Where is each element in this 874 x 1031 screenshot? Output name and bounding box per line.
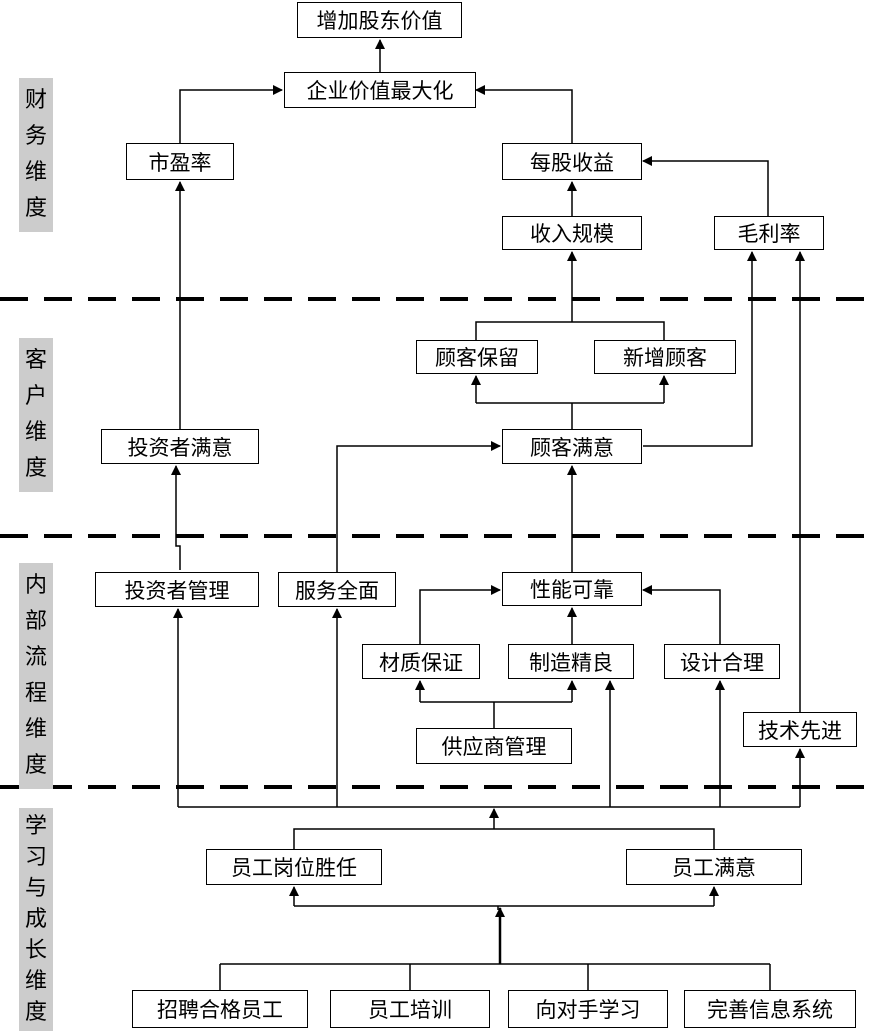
node-customer-satisfaction: 顾客满意	[502, 429, 642, 464]
arrow-eps-to-enterprise	[475, 85, 573, 143]
dimension-separators	[0, 297, 874, 789]
arrow-satisfaction-to-margin	[643, 251, 757, 447]
node-customer-retention: 顾客保留	[416, 340, 538, 374]
arrow-pe-to-enterprise	[179, 85, 283, 143]
node-employee-satisfaction: 员工满意	[626, 849, 802, 885]
arrow-material-to-reliable	[419, 585, 501, 644]
node-increase-shareholder-value: 增加股东价值	[297, 2, 462, 38]
node-advanced-technology: 技术先进	[743, 712, 857, 747]
node-material-assurance: 材质保证	[362, 644, 480, 679]
dimension-label-learning: 学习与成长维度	[19, 808, 53, 1031]
node-full-service: 服务全面	[278, 572, 396, 607]
node-fine-manufacturing: 制造精良	[508, 644, 634, 679]
arrow-investor-mgmt-to-satisfaction	[171, 465, 181, 570]
node-reliable-performance: 性能可靠	[502, 572, 642, 606]
arrow-margin-to-eps	[642, 156, 769, 216]
node-investor-satisfaction: 投资者满意	[101, 429, 259, 464]
node-maximize-enterprise-value: 企业价值最大化	[284, 72, 476, 108]
dimension-text-customer: 客户维度	[24, 348, 47, 481]
node-eps: 每股收益	[502, 143, 642, 180]
dimension-label-financial: 财务维度	[19, 78, 53, 232]
node-revenue-scale: 收入规模	[502, 216, 642, 250]
dimension-text-internal: 内部流程维度	[24, 573, 47, 778]
node-employee-training: 员工培训	[330, 990, 490, 1028]
node-recruit-qualified: 招聘合格员工	[132, 990, 308, 1028]
node-improve-info-system: 完善信息系统	[684, 990, 856, 1028]
dimension-label-customer: 客户维度	[19, 338, 53, 492]
bracket-employees-top	[293, 828, 715, 849]
dimension-text-learning: 学习与成长维度	[24, 814, 47, 1025]
arrow-service-to-customer-satisfaction	[336, 441, 501, 572]
node-supplier-management: 供应商管理	[416, 728, 572, 764]
node-learn-from-competitors: 向对手学习	[508, 990, 668, 1028]
node-gross-margin: 毛利率	[714, 216, 824, 250]
bracket-customer-pair-top	[475, 321, 665, 340]
node-pe-ratio: 市盈率	[126, 143, 234, 180]
node-investor-management: 投资者管理	[95, 572, 259, 607]
dimension-text-financial: 财务维度	[24, 88, 47, 221]
node-new-customers: 新增顾客	[594, 340, 736, 374]
dimension-label-internal: 内部流程维度	[19, 563, 53, 789]
arrow-design-to-reliable	[642, 585, 721, 644]
node-employee-competence: 员工岗位胜任	[206, 849, 382, 885]
node-rational-design: 设计合理	[664, 644, 780, 679]
